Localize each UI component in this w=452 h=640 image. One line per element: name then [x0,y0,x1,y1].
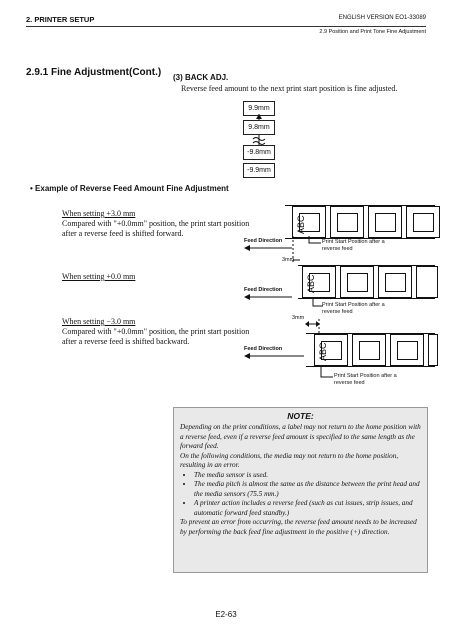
example3-label-4 [428,334,438,366]
example1-caption-line1: Print Start Position after a [322,239,385,245]
chapter-title: 2. PRINTER SETUP [26,15,95,24]
example3-offset-label: 3mm [292,315,305,321]
page-number: E2-63 [215,610,237,619]
note-condition-list: The media sensor is used. The media pitc… [180,471,421,519]
example2-label-4 [416,266,438,298]
list-item: A printer action includes a reverse feed… [194,499,421,518]
example-heading-text: Example of Reverse Feed Amount Fine Adju… [35,184,229,193]
example1-label-4 [406,206,440,238]
scale-value-bottom2: -9.9mm [243,163,275,178]
example3-label-1 [314,334,348,366]
example2-caption-pointer [312,297,323,307]
example1-abc-text: ABC [296,215,306,234]
note-paragraph-3: To prevent an error from occurring, the … [180,518,417,536]
example3-caption-line2: reverse feed [334,380,365,386]
header-divider [26,26,426,27]
section-reference: 2.9 Position and Print Tone Fine Adjustm… [319,29,426,35]
example3-line1: Compared with "+0.0mm" position, the pri… [62,327,250,336]
example1-line2: after a reverse feed is shifted forward. [62,229,184,238]
feed-arrow-icon [244,294,292,300]
note-paragraph-1: Depending on the print conditions, a lab… [180,423,421,450]
scale-value-top2: 9.8mm [243,120,275,135]
document-version: ENGLISH VERSION EO1-33089 [338,15,426,21]
example2-caption-line2: reverse feed [322,309,353,315]
example3-caption-line1: Print Start Position after a [334,373,397,379]
example2-heading: When setting +0.0 mm [62,272,136,281]
note-title: NOTE: [287,411,314,421]
example1-feed-direction: Feed Direction [244,238,283,244]
example3-label-2 [352,334,386,366]
example3-caption-pointer [320,366,333,378]
example1-label-strip [285,205,435,239]
example1-line1: Compared with "+0.0mm" position, the pri… [62,219,250,228]
section-title: 2.9.1 Fine Adjustment(Cont.) [26,67,162,78]
subsection-description: Reverse feed amount to the next print st… [181,84,398,93]
example1-heading: When setting +3.0 mm [62,209,136,218]
example2-label-2 [340,266,374,298]
example3-abc-text: ABC [318,342,328,361]
example3-label-strip [306,333,435,367]
list-item: The media pitch is almost the same as th… [194,480,421,499]
feed-arrow-icon [244,353,304,359]
example1-caption-pointer [308,236,321,244]
note-paragraph-2: On the following conditions, the media m… [180,451,399,470]
example3-heading: When setting −3.0 mm [62,317,136,326]
example1-label-3 [368,206,402,238]
example2-feed-direction: Feed Direction [244,287,283,293]
example3-feed-direction: Feed Direction [244,346,283,352]
example2-abc-text: ABC [306,274,316,293]
example-heading: • Example of Reverse Feed Amount Fine Ad… [30,184,229,193]
example1-label-2 [330,206,364,238]
example3-offset-marker [305,319,320,333]
example3-line2: after a reverse feed is shifted backward… [62,337,190,346]
example2-label-strip [298,265,435,299]
example2-label-3 [378,266,412,298]
note-box: NOTE: Depending on the print conditions,… [173,407,428,573]
example2-label-1 [302,266,336,298]
example3-label-3 [390,334,424,366]
example1-offset-marker [292,236,300,264]
example2-caption-line1: Print Start Position after a [322,302,385,308]
feed-arrow-icon [244,245,292,251]
scale-value-bottom1: -9.8mm [243,145,275,160]
list-item: The media sensor is used. [194,471,421,481]
example1-caption-line2: reverse feed [322,246,353,252]
example1-offset-label: 3mm [282,257,295,263]
subsection-title: (3) BACK ADJ. [173,73,229,82]
